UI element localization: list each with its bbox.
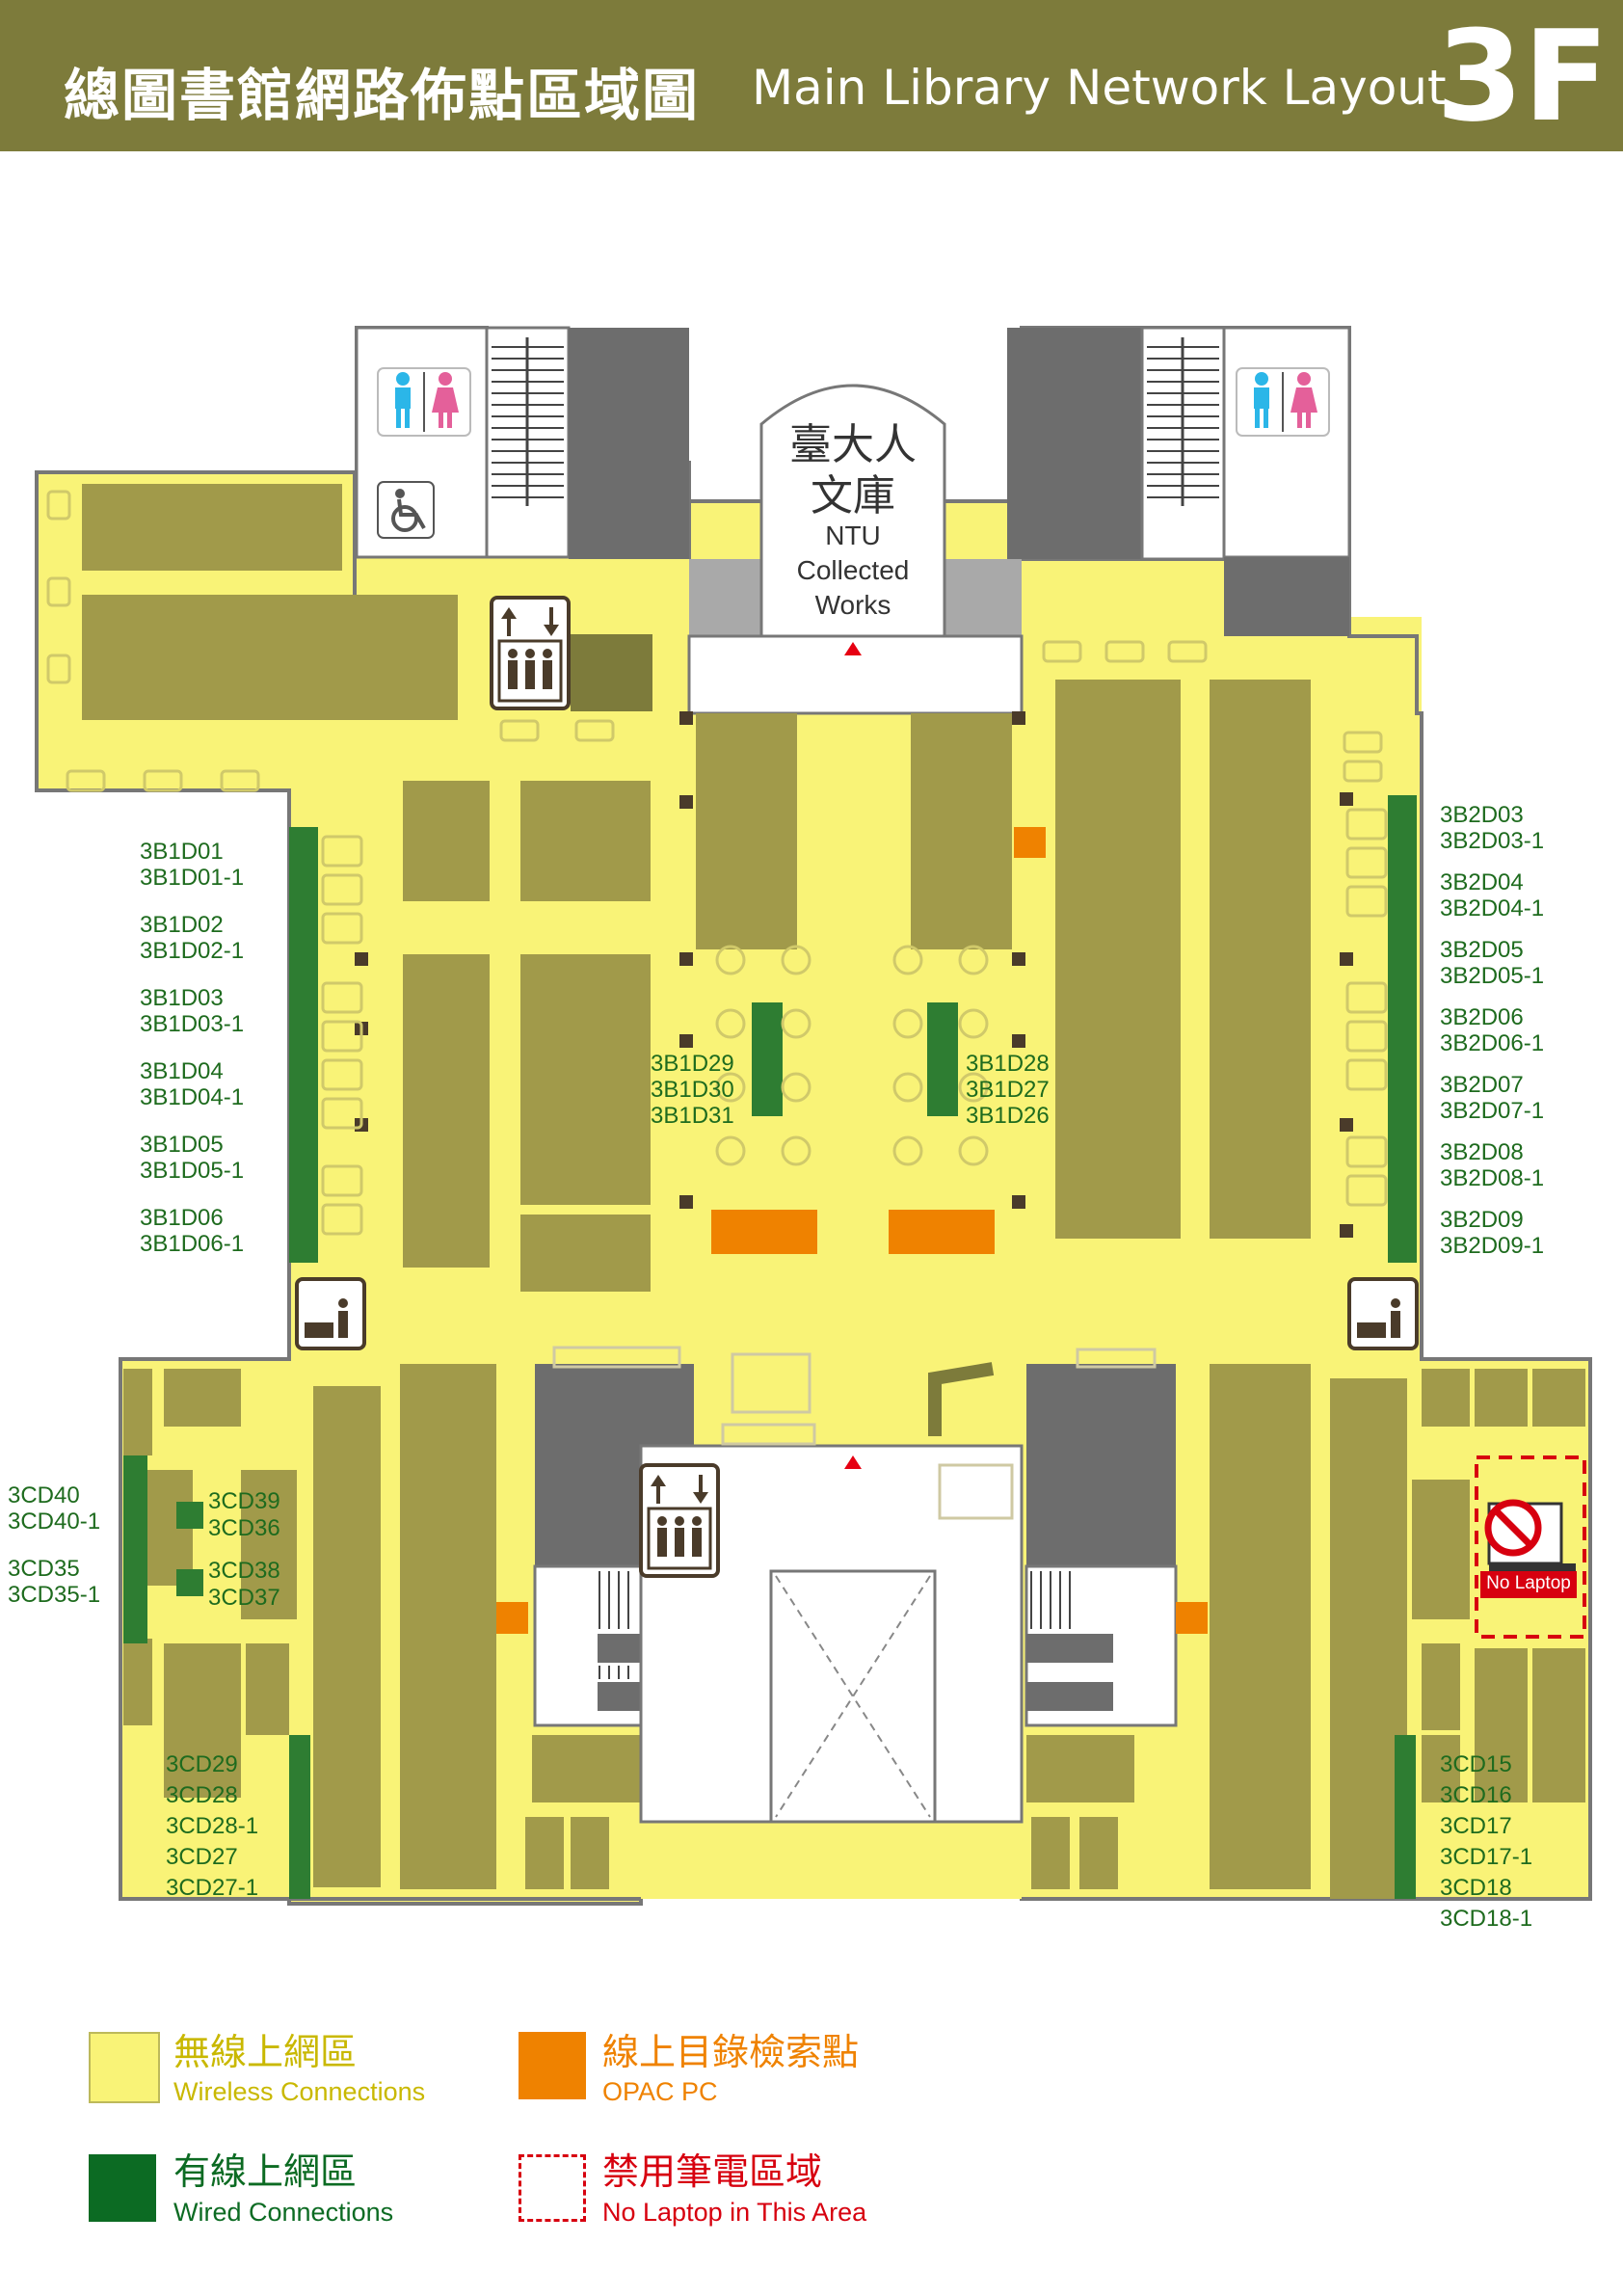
- port-label-southwest: 3CD29 3CD28 3CD28-1 3CD27 3CD27-1: [166, 1751, 259, 1901]
- legend-nolaptop-en: No Laptop in This Area: [602, 2198, 867, 2227]
- stairs-lower: [599, 1571, 1071, 1679]
- floor-number: 3F: [1436, 3, 1610, 149]
- lounge-seating: [552, 1346, 1157, 1520]
- restroom-right: [1222, 326, 1351, 559]
- round-tables: [715, 945, 989, 1166]
- elevator-icon-lower: [639, 1463, 720, 1578]
- seat-columns-right: [1345, 808, 1388, 1207]
- port-label-west-wing: 3CD40 3CD40-1 3CD35 3CD35-1: [8, 1482, 101, 1608]
- legend-opac-en: OPAC PC: [602, 2077, 718, 2106]
- port-label-southeast: 3CD15 3CD16 3CD17 3CD17-1 3CD18 3CD18-1: [1440, 1751, 1533, 1932]
- study-seats: [46, 490, 1383, 792]
- book-return-icon-left: [295, 1277, 366, 1350]
- port-label-west-inner: 3CD39 3CD36 3CD38 3CD37: [208, 1488, 280, 1611]
- legend-wireless-swatch: [89, 2032, 160, 2103]
- no-laptop-zone: [1475, 1455, 1586, 1639]
- title-chinese: 總圖書館網路佈點區域圖: [64, 63, 701, 128]
- collected-works-en-2: Collected: [796, 555, 910, 585]
- wheelchair-icon: [377, 481, 435, 539]
- legend-wired-swatch: [89, 2154, 156, 2222]
- collected-works-zh-2: 文庫: [811, 471, 895, 521]
- seat-columns-left: [321, 835, 363, 1236]
- restroom-icon-right: [1236, 367, 1330, 437]
- legend-opac-swatch: [519, 2032, 586, 2099]
- legend-opac-zh: 線上目錄檢索點: [602, 2031, 860, 2073]
- legend-wireless-en: Wireless Connections: [173, 2077, 426, 2106]
- collected-works-zh-1: 臺大人: [789, 420, 917, 469]
- collected-works-en-1: NTU: [825, 521, 881, 550]
- no-laptop-tag: No Laptop: [1486, 1573, 1571, 1593]
- title-english: Main Library Network Layout: [752, 60, 1447, 116]
- stairs-top-left: [492, 337, 564, 506]
- stairs-top-right: [1147, 337, 1219, 506]
- legend-nolaptop-zh: 禁用筆電區域: [602, 2150, 823, 2193]
- port-markers: [355, 711, 1353, 1238]
- wired-zones: [123, 795, 1417, 1899]
- legend-wireless-zh: 無線上網區: [173, 2031, 358, 2073]
- restroom-icon-left: [377, 367, 471, 437]
- opac-pcs: [496, 827, 1208, 1634]
- header-bar: 總圖書館網路佈點區域圖 Main Library Network Layout …: [0, 0, 1623, 151]
- port-label-center-right: 3B1D28 3B1D27 3B1D26: [966, 1051, 1050, 1129]
- legend-wired-zh: 有線上網區: [173, 2150, 358, 2193]
- collected-works-room: [687, 384, 1024, 715]
- book-return-icon-right: [1347, 1277, 1419, 1350]
- bookshelves: [82, 484, 1585, 1899]
- collected-works-en-3: Works: [814, 590, 891, 620]
- atrium: [639, 1444, 1024, 1824]
- port-label-center-left: 3B1D29 3B1D30 3B1D31: [651, 1051, 734, 1129]
- elevator-icon-top: [490, 596, 571, 710]
- legend-wired-en: Wired Connections: [173, 2198, 394, 2227]
- ramp: [928, 1362, 995, 1436]
- port-label-group-left: 3B1D01 3B1D01-1 3B1D02 3B1D02-1 3B1D03 3…: [140, 839, 245, 1257]
- port-label-group-right: 3B2D03 3B2D03-1 3B2D04 3B2D04-1 3B2D05 3…: [1440, 802, 1545, 1259]
- legend-nolaptop-swatch: [519, 2154, 586, 2222]
